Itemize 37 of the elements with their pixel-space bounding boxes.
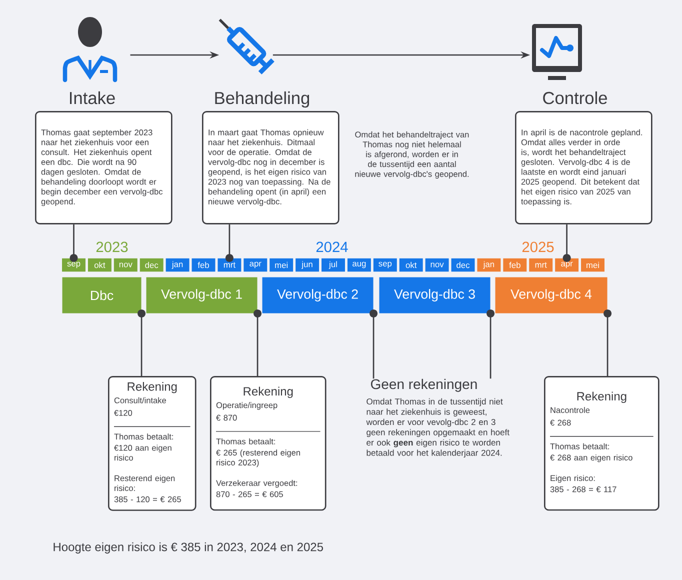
step-heading: Behandeling — [215, 91, 310, 108]
dbc-bar: Dbc — [62, 277, 142, 314]
month-cell: apr — [244, 258, 268, 272]
month-cell: mrt — [529, 258, 553, 272]
connector — [254, 310, 262, 376]
bill-box: Rekening Consult/intake €120 Thomas betaalt: €120 aan eigen risico Resterend eigen risico: 385 - 120 = € 265 — [108, 376, 196, 511]
section-heading: Geen rekeningen — [370, 378, 477, 392]
text-box: Thomas gaat september 2023 naar het ziekenhuis voor een consult. Het ziekenhuis opent een dbc. Die wordt na 90 dagen gesloten. Omdat de behandeling doorloopt wordt er begin december een vervolg-dbc geopend. — [35, 111, 172, 224]
bill-box: Rekening Operatie/ingreep € 870 Thomas betaalt: € 265 (resterend eigen risico 2023) Verzekeraar vergoedt: 870 - 265 = € 605 — [210, 376, 326, 511]
year-label: 2023 — [96, 242, 128, 252]
connector — [370, 310, 378, 379]
year-label: 2025 — [522, 242, 554, 252]
year-label: 2024 — [316, 242, 348, 252]
paragraph: Omdat Thomas in de tussentijd niet naar het ziekenhuis is geweest, worden er voor vevolg-dbc 2 en 3 geen rekeningen opgemaakt en hoeft er ook geen eigen risico te worden betaald voor het kalenderjaar 2024. — [366, 398, 510, 458]
connector — [604, 310, 612, 376]
connector — [486, 310, 495, 379]
connector — [70, 224, 78, 262]
dbc-bar: Vervolg-dbc 3 — [379, 277, 490, 314]
footer-text: Hoogte eigen risico is € 385 in 2023, 2024 en 2025 — [54, 542, 324, 554]
connector — [562, 224, 571, 262]
dbc-bar: Vervolg-dbc 4 — [495, 277, 608, 314]
note-text: Omdat het behandeltraject van Thomas nog niet helemaal is afgerond, worden er in de tussentijd een aantal nieuwe vervolg-dbc's geopend. — [355, 131, 469, 179]
connector — [138, 310, 146, 376]
month-cell: jan — [477, 258, 501, 272]
bill-box: Rekening Nacontrole € 268 Thomas betaalt: € 268 aan eigen risico Eigen risico: 385 - 268 = € 117 — [544, 376, 660, 511]
dbc-bar: Vervolg-dbc 1 — [146, 277, 258, 314]
step-heading: Intake — [70, 91, 115, 104]
month-cell: jun — [296, 258, 320, 272]
connector — [225, 224, 234, 262]
dbc-bar: Vervolg-dbc 2 — [262, 277, 374, 314]
step-heading: Controle — [543, 91, 607, 104]
month-cell: mei — [270, 258, 294, 272]
month-cell: mei — [581, 258, 604, 272]
month-cell: jul — [322, 258, 345, 272]
text-box: In april is de nacontrole gepland. Omdat alles verder in orde is, wordt het behandeltraject gesloten. Vervolg-dbc 4 is de laatste en wordt eind januari 2025 geopend. Dit betekent dat het eigen risico van 2025 van toepassing is. — [515, 111, 652, 224]
text-box: In maart gaat Thomas opnieuw naar het ziekenhuis. Ditmaal voor de operatie. Omdat de vervolg-dbc nog in december is geopend, is het eigen risico van 2023 nog van toepassing. Na de behandeling opent (in april) een nieuwe vervolg-dbc. — [202, 111, 340, 224]
month-cell: feb — [503, 258, 527, 272]
